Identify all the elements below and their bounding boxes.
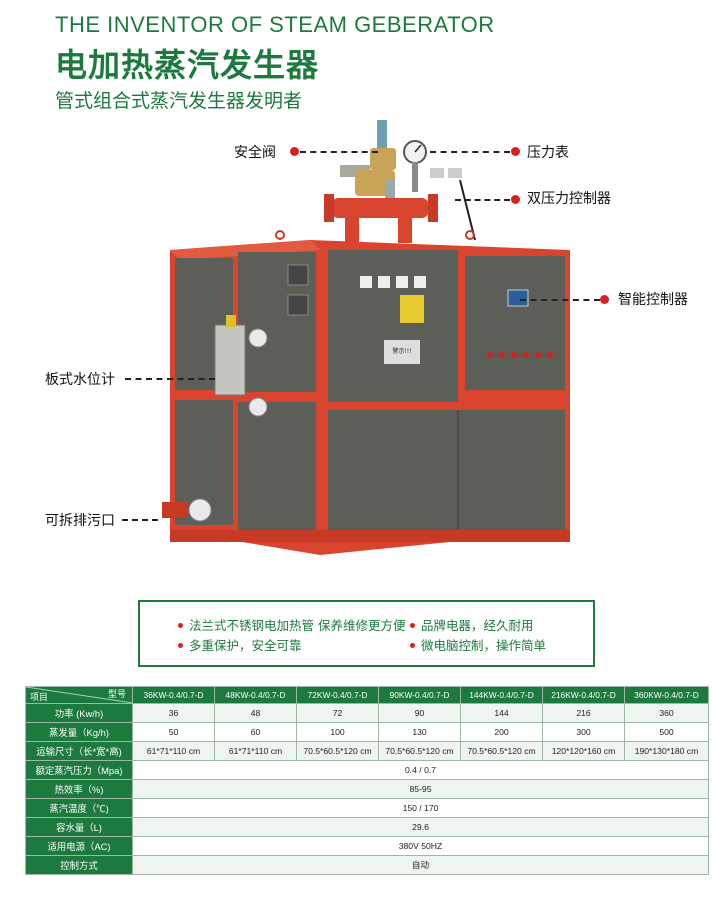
callout-line [455, 199, 510, 201]
table-cell: 100 [296, 722, 379, 742]
table-cell: 60 [214, 722, 297, 742]
model-header: 144KW-0.4/0.7-D [460, 686, 543, 704]
table-cell: 150 / 170 [132, 798, 709, 818]
table-cell: 48 [214, 703, 297, 723]
row-label: 运输尺寸（长*宽*高) [25, 741, 133, 761]
table-cell: 130 [378, 722, 461, 742]
table-row: 热效率（%) 85-95 [25, 779, 709, 799]
subtitle: 管式组合式蒸汽发生器发明者 [55, 90, 303, 112]
callout-dot [600, 295, 609, 304]
table-cell: 61*71*110 cm [214, 741, 297, 761]
table-row: 运输尺寸（长*宽*高) 61*71*110 cm 61*71*110 cm 70… [25, 741, 709, 761]
table-row: 适用电源（AC) 380V 50HZ [25, 836, 709, 856]
table-cell: 144 [460, 703, 543, 723]
row-label: 热效率（%) [25, 779, 133, 799]
callout-water-level-gauge: 板式水位计 [45, 372, 115, 388]
table-row: 额定蒸汽压力（Mpa) 0.4 / 0.7 [25, 760, 709, 780]
callout-line [125, 378, 215, 380]
callout-line [300, 151, 378, 153]
table-row: 蒸汽温度（℃) 150 / 170 [25, 798, 709, 818]
callout-drain-outlet: 可拆排污口 [45, 513, 115, 529]
callout-line [520, 299, 600, 301]
title-english: THE INVENTOR OF STEAM GEBERATOR [55, 12, 495, 37]
callout-smart-controller: 智能控制器 [618, 292, 688, 308]
table-cell: 36 [132, 703, 215, 723]
table-cell: 216 [542, 703, 625, 723]
model-header: 36KW-0.4/0.7-D [132, 686, 215, 704]
table-cell: 120*120*160 cm [542, 741, 625, 761]
callout-dual-pressure-controller: 双压力控制器 [527, 191, 611, 207]
callout-line [430, 151, 510, 153]
table-cell: 50 [132, 722, 215, 742]
table-cell: 70.5*60.5*120 cm [460, 741, 543, 761]
callout-dot [511, 147, 520, 156]
feature-item: 多重保护，安全可靠 [178, 635, 302, 654]
table-cell: 70.5*60.5*120 cm [296, 741, 379, 761]
model-header: 90KW-0.4/0.7-D [378, 686, 461, 704]
callout-line [122, 519, 158, 521]
callout-pressure-gauge: 压力表 [527, 145, 569, 161]
callout-dot [511, 195, 520, 204]
table-cell: 500 [624, 722, 709, 742]
table-cell: 90 [378, 703, 461, 723]
row-label: 蒸汽温度（℃) [25, 798, 133, 818]
model-header: 72KW-0.4/0.7-D [296, 686, 379, 704]
row-label: 适用电源（AC) [25, 836, 133, 856]
title-chinese: 电加热蒸汽发生器 [55, 46, 320, 84]
model-header: 360KW-0.4/0.7-D [624, 686, 709, 704]
table-cell: 300 [542, 722, 625, 742]
table-cell: 自动 [132, 855, 709, 875]
feature-item: 法兰式不锈钢电加热管 保养维修更方便 [178, 615, 405, 634]
callout-dot [290, 147, 299, 156]
table-cell: 360 [624, 703, 709, 723]
table-row: 功率 (Kw/h) 36 48 72 90 144 216 360 [25, 703, 709, 723]
row-label: 额定蒸汽压力（Mpa) [25, 760, 133, 780]
features-box: 法兰式不锈钢电加热管 保养维修更方便 品牌电器，经久耐用 多重保护，安全可靠 微… [138, 600, 595, 667]
callout-safety-valve: 安全阀 [234, 145, 276, 161]
row-label: 容水量（L) [25, 817, 133, 837]
table-row: 容水量（L) 29.6 [25, 817, 709, 837]
table-cell: 61*71*110 cm [132, 741, 215, 761]
model-header: 216KW-0.4/0.7-D [542, 686, 625, 704]
table-cell: 190*130*180 cm [624, 741, 709, 761]
table-row: 控制方式 自动 [25, 855, 709, 875]
table-row: 蒸发量（Kg/h) 50 60 100 130 200 300 500 [25, 722, 709, 742]
table-cell: 85-95 [132, 779, 709, 799]
row-label: 蒸发量（Kg/h) [25, 722, 133, 742]
table-cell: 29.6 [132, 817, 709, 837]
table-cell: 380V 50HZ [132, 836, 709, 856]
table-cell: 200 [460, 722, 543, 742]
corner-item-label: 项目 [30, 692, 49, 702]
row-label: 控制方式 [25, 855, 133, 875]
table-cell: 72 [296, 703, 379, 723]
model-header: 48KW-0.4/0.7-D [214, 686, 297, 704]
steam-generator-illustration: 警示!!! [162, 120, 570, 555]
feature-item: 微电脑控制，操作简单 [410, 635, 546, 654]
feature-item: 品牌电器，经久耐用 [410, 615, 534, 634]
svg-text:警示!!!: 警示!!! [392, 347, 411, 355]
table-cell: 70.5*60.5*120 cm [378, 741, 461, 761]
row-label: 功率 (Kw/h) [25, 703, 133, 723]
table-cell: 0.4 / 0.7 [132, 760, 709, 780]
table-corner-header: 项目 型号 [25, 686, 133, 704]
corner-model-label: 型号 [107, 689, 126, 699]
spec-table: 项目 型号 36KW-0.4/0.7-D 48KW-0.4/0.7-D 72KW… [25, 686, 709, 875]
